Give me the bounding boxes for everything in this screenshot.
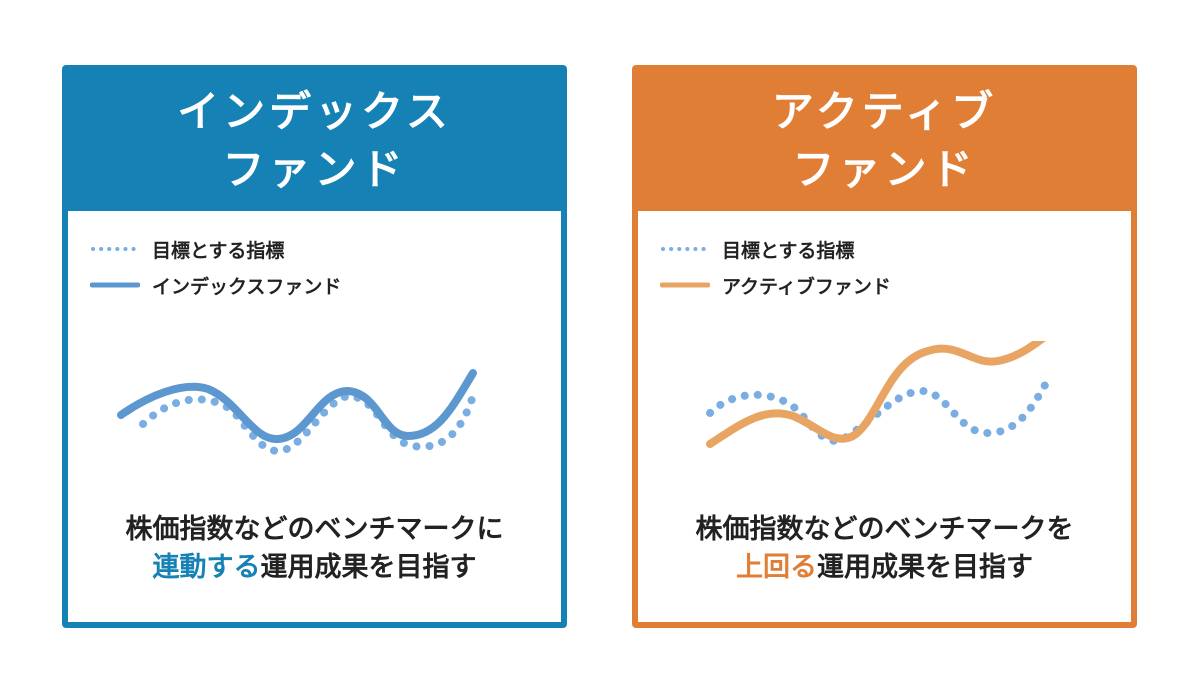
active-fund-card: アクティブ ファンド 目標とする指標 アクティブファンド 株価指数などのベンチマ… (632, 65, 1137, 628)
active-fund-header: アクティブ ファンド (638, 71, 1131, 211)
legend-label-benchmark: 目標とする指標 (152, 239, 285, 262)
active-fund-solid-curve (706, 341, 1046, 448)
legend-label-benchmark: 目標とする指標 (722, 239, 855, 262)
legend-row-benchmark: 目標とする指標 (90, 231, 341, 267)
dotted-line-icon (91, 247, 140, 251)
desc-line2: 連動する運用成果を目指す (68, 549, 561, 587)
legend-row-fund: インデックスファンド (90, 267, 341, 303)
legend-label-fund: インデックスファンド (152, 275, 342, 298)
desc-line1: 株価指数などのベンチマークを (695, 514, 1074, 545)
active-fund-legend: 目標とする指標 アクティブファンド (660, 231, 891, 303)
desc-line1: 株価指数などのベンチマークに (125, 514, 504, 545)
index-fund-solid-curve (117, 369, 477, 443)
index-fund-legend: 目標とする指標 インデックスファンド (90, 231, 341, 303)
index-fund-card: インデックス ファンド 目標とする指標 インデックスファンド 株価指数などのベン… (62, 65, 567, 628)
desc-rest: 運用成果を目指す (260, 552, 477, 583)
benchmark-dotted-curve (139, 391, 477, 456)
active-fund-description: 株価指数などのベンチマークを 上回る運用成果を目指す (638, 511, 1131, 587)
desc-highlight: 連動する (152, 552, 261, 583)
active-fund-wave-illustration (706, 341, 1049, 448)
legend-row-benchmark: 目標とする指標 (660, 231, 891, 267)
desc-highlight: 上回る (736, 552, 817, 583)
index-fund-wave-illustration (117, 369, 477, 456)
desc-rest: 運用成果を目指す (817, 552, 1033, 583)
solid-line-icon (660, 282, 710, 288)
dotted-line-icon (661, 247, 710, 251)
index-fund-description: 株価指数などのベンチマークに 連動する運用成果を目指す (68, 511, 561, 587)
index-fund-header: インデックス ファンド (68, 71, 561, 211)
active-fund-title-line1: アクティブ (771, 87, 998, 136)
legend-label-fund: アクティブファンド (722, 275, 891, 298)
legend-row-fund: アクティブファンド (660, 267, 891, 303)
index-fund-title-line2: ファンド (222, 145, 407, 194)
solid-line-icon (90, 282, 140, 288)
benchmark-dotted-curve (706, 381, 1049, 445)
desc-line2: 上回る運用成果を目指す (638, 549, 1131, 587)
active-fund-title-line2: ファンド (792, 145, 977, 194)
index-fund-title-line1: インデックス (177, 87, 452, 136)
